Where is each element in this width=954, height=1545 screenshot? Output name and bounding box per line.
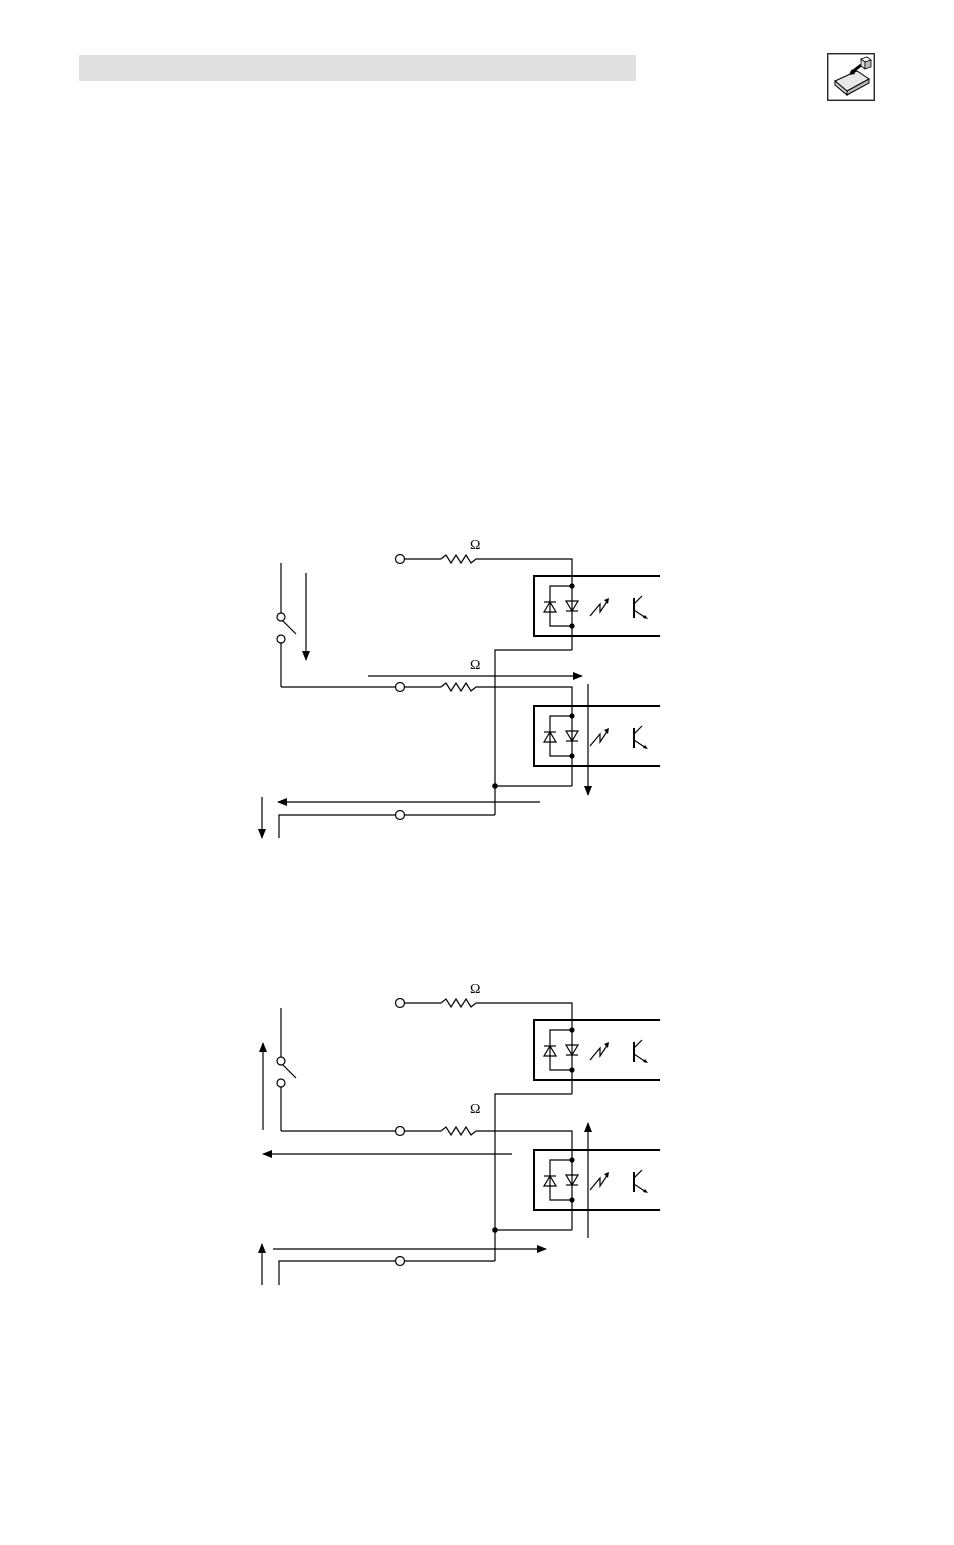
diagram-top: Ω Ω [262,538,660,838]
resistor-2-unit: Ω [470,1102,480,1117]
resistor-1-unit: Ω [470,982,480,997]
resistor-1-unit: Ω [470,538,480,553]
resistor-2-unit: Ω [470,658,480,673]
diagram-bottom: Ω Ω [262,982,660,1285]
